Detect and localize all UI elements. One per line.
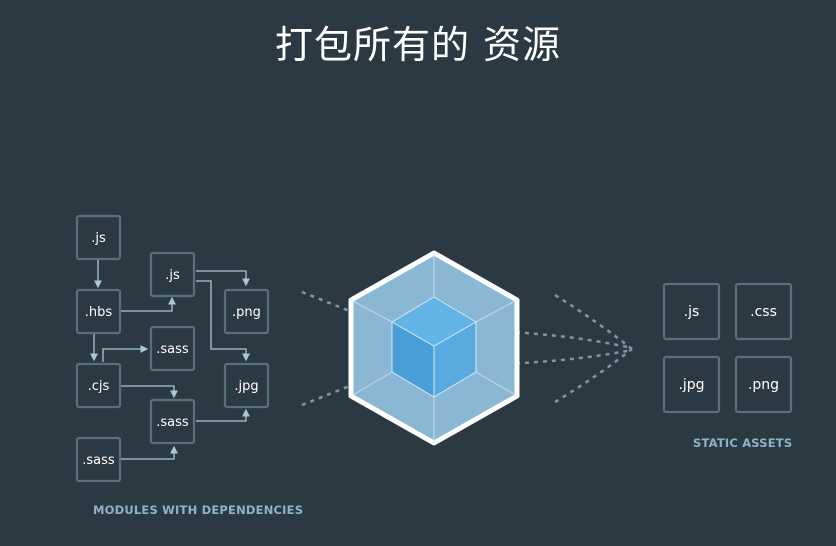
asset-boxes [662, 282, 793, 414]
asset-label: .css [750, 304, 777, 320]
modules-caption: MODULES WITH DEPENDENCIES [93, 503, 304, 517]
module-label: .cjs [88, 379, 110, 394]
module-box-cjs [75, 362, 122, 409]
dotted-curve-top [554, 293, 633, 350]
dotted-line-top [301, 290, 373, 322]
arrow-sass3-to-sass2 [121, 445, 178, 460]
asset-box-js [662, 282, 721, 341]
webpack-cube-logo [348, 250, 520, 446]
module-label: .sass [156, 415, 189, 430]
asset-label: .png [748, 377, 779, 393]
module-label: .sass [82, 453, 115, 468]
module-label: .js [165, 268, 180, 283]
dotted-line-bottom [301, 375, 373, 407]
dotted-line-right-top [461, 328, 633, 350]
arrow-js2-to-jpg [196, 280, 250, 362]
module-box-png [223, 288, 270, 335]
dependency-arrows [90, 259, 250, 460]
arrow-cjs-to-sass2 [121, 385, 178, 399]
arrow-cjs-to-sass [102, 345, 149, 362]
static-assets-caption: STATIC ASSETS [693, 436, 793, 450]
module-label: .hbs [85, 305, 113, 320]
asset-box-png [734, 355, 793, 414]
module-label: .js [91, 231, 106, 246]
page-title: 打包所有的 资源 [274, 23, 562, 67]
module-box-js1 [75, 214, 122, 261]
asset-box-jpg [662, 355, 721, 414]
module-box-jpg [223, 362, 270, 409]
module-box-hbs [75, 288, 122, 335]
asset-label: .jpg [678, 377, 704, 393]
module-label: .sass [156, 342, 189, 357]
module-box-sass2 [149, 398, 196, 445]
dotted-curve-bottom [554, 348, 633, 404]
module-box-sass3 [75, 436, 122, 483]
arrow-hbs-to-js [121, 296, 176, 312]
arrow-js2-to-png [196, 270, 250, 287]
dotted-flow-lines [301, 290, 633, 407]
dotted-line-right-bottom [461, 348, 633, 367]
module-box-sass1 [149, 325, 196, 372]
module-box-js2 [149, 251, 196, 298]
asset-label: .js [684, 304, 700, 320]
module-boxes [75, 214, 270, 483]
arrow-sass2-to-jpg [196, 408, 250, 422]
module-label: .png [232, 305, 261, 320]
module-label: .jpg [234, 379, 258, 394]
asset-box-css [734, 282, 793, 341]
